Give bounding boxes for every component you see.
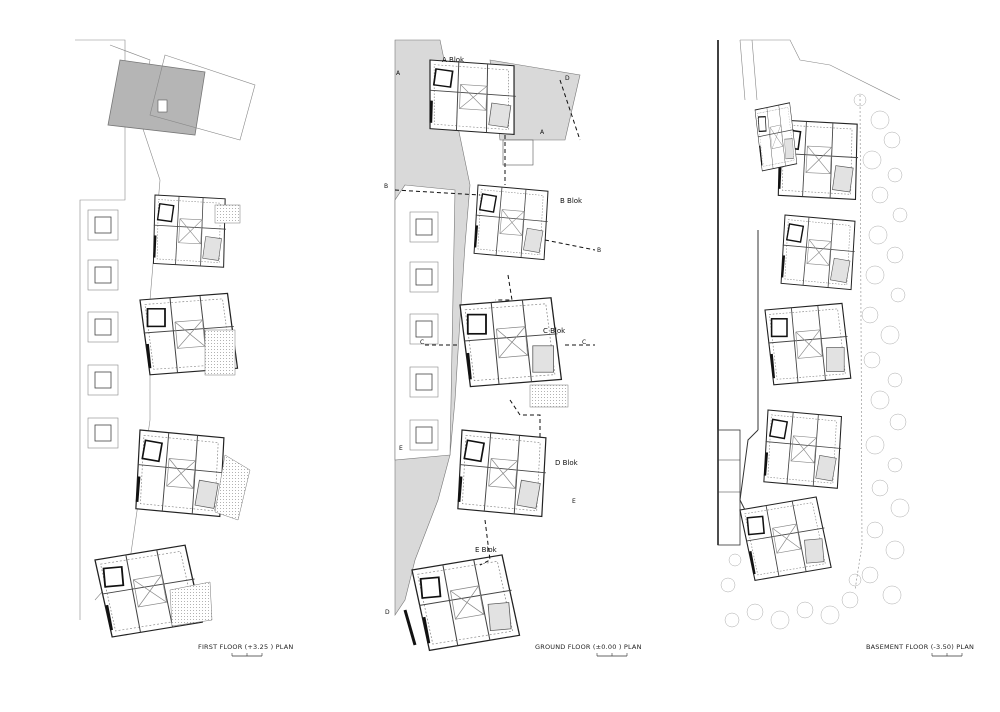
block-e-ground bbox=[409, 552, 522, 653]
block-b-first-floor bbox=[144, 187, 235, 275]
svg-text:C: C bbox=[420, 339, 424, 346]
roof-opening bbox=[157, 99, 168, 113]
site-outline-left bbox=[75, 39, 126, 620]
svg-text:B: B bbox=[384, 183, 388, 190]
svg-text:A: A bbox=[396, 70, 401, 77]
block-d-basement bbox=[754, 402, 851, 496]
basement-floor-plan: BASEMENT FLOOR (-3.50) PLAN bbox=[717, 39, 974, 657]
svg-text:A: A bbox=[540, 129, 545, 136]
roof-outline bbox=[149, 54, 256, 141]
landscape-trees bbox=[720, 93, 910, 630]
svg-text:E: E bbox=[399, 445, 403, 452]
roof-terrace bbox=[107, 59, 206, 136]
block-a-ground bbox=[419, 52, 525, 142]
svg-text:B: B bbox=[597, 247, 601, 254]
block-b-basement bbox=[772, 207, 864, 297]
svg-text:C: C bbox=[582, 339, 586, 346]
ground-floor-plan: A A B B C C D D E E A Blok B Blok C Blok… bbox=[384, 39, 642, 657]
courtyard-pavilions bbox=[87, 209, 119, 449]
block-e-basement bbox=[738, 495, 833, 583]
caption-ground-floor: GROUND FLOOR (±0.00 ) PLAN bbox=[535, 643, 642, 651]
block-c-basement bbox=[763, 302, 853, 387]
svg-text:D: D bbox=[385, 609, 390, 616]
block-b-ground bbox=[465, 177, 557, 267]
svg-text:E: E bbox=[572, 498, 576, 505]
ground-pavilions bbox=[409, 211, 439, 451]
label-b-blok: B Blok bbox=[560, 197, 583, 205]
caption-basement-floor: BASEMENT FLOOR (-3.50) PLAN bbox=[866, 643, 974, 651]
scale-bar-ground bbox=[596, 653, 628, 657]
label-a-blok: A Blok bbox=[442, 56, 465, 64]
label-c-blok: C Blok bbox=[543, 327, 566, 335]
first-floor-plan: FIRST FLOOR (+3.25 ) PLAN bbox=[75, 39, 293, 657]
caption-first-floor: FIRST FLOOR (+3.25 ) PLAN bbox=[198, 643, 293, 651]
svg-text:D: D bbox=[565, 75, 570, 82]
block-d-ground bbox=[447, 421, 557, 525]
block-labels: A Blok B Blok C Blok D Blok E Blok bbox=[442, 56, 583, 554]
scale-bar-basement bbox=[931, 653, 963, 657]
section-markers: A A B B C C D D E E bbox=[384, 70, 601, 616]
label-d-blok: D Blok bbox=[555, 459, 579, 467]
block-a-core-basement bbox=[753, 101, 799, 173]
block-c-ground bbox=[458, 296, 563, 389]
ground-courtyard bbox=[394, 184, 456, 461]
label-e-blok: E Blok bbox=[475, 546, 498, 554]
scale-bar-first bbox=[231, 653, 263, 657]
